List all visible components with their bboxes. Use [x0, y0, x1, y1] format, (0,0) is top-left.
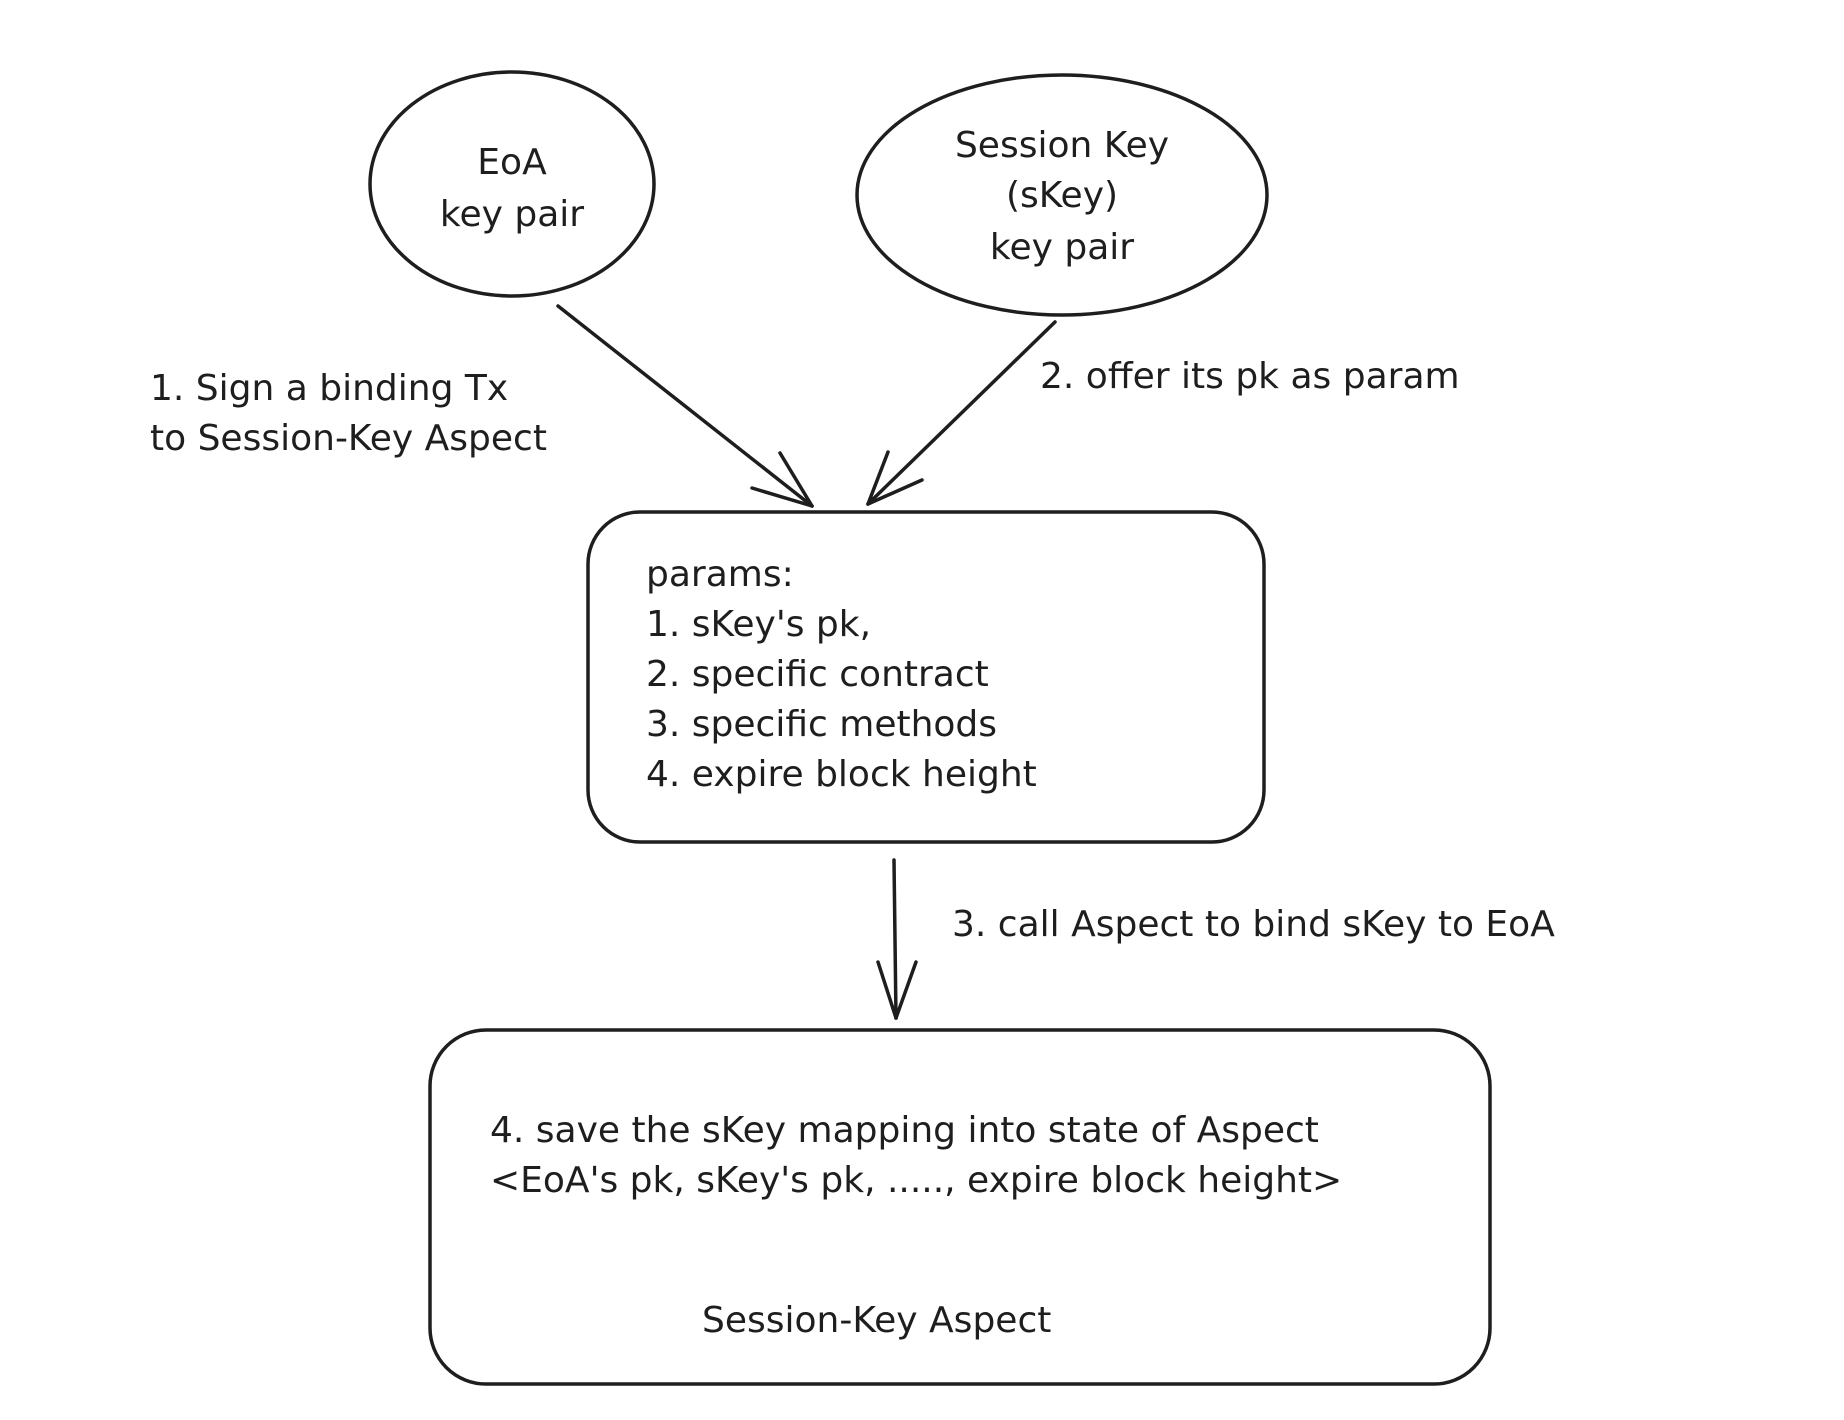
- params-heading: params:: [646, 554, 794, 595]
- session-key-pair-node: Session Key (sKey) key pair: [855, 73, 1269, 317]
- session-key-label-line-1: Session Key: [955, 125, 1169, 166]
- call-aspect-arrow: [876, 858, 918, 1020]
- session-key-label-line-3: key pair: [990, 227, 1134, 268]
- params-item-2: 2. specific contract: [646, 654, 989, 695]
- call-aspect-label: 3. call Aspect to bind sKey to EoA: [952, 904, 1555, 945]
- offer-pk-arrow: [866, 320, 1057, 506]
- aspect-save-line-1: 4. save the sKey mapping into state of A…: [490, 1110, 1319, 1151]
- eoa-label-line-1: EoA: [477, 142, 547, 183]
- aspect-name-label: Session-Key Aspect: [702, 1300, 1051, 1341]
- session-key-aspect-box: 4. save the sKey mapping into state of A…: [428, 1028, 1492, 1386]
- params-item-1: 1. sKey's pk,: [646, 604, 871, 645]
- params-box: params: 1. sKey's pk, 2. specific contra…: [586, 510, 1266, 844]
- eoa-label-line-2: key pair: [440, 194, 584, 235]
- aspect-save-line-2: <EoA's pk, sKey's pk, ....., expire bloc…: [490, 1160, 1342, 1201]
- eoa-key-pair-node: EoA key pair: [368, 70, 656, 298]
- offer-pk-label: 2. offer its pk as param: [1040, 356, 1460, 397]
- sign-binding-tx-arrow: [556, 304, 814, 508]
- sign-binding-tx-label-line-1: 1. Sign a binding Tx: [150, 368, 508, 409]
- session-key-label-line-2: (sKey): [1006, 175, 1118, 216]
- sign-binding-tx-label-line-2: to Session-Key Aspect: [150, 418, 547, 459]
- params-item-4: 4. expire block height: [646, 754, 1037, 795]
- params-item-3: 3. specific methods: [646, 704, 997, 745]
